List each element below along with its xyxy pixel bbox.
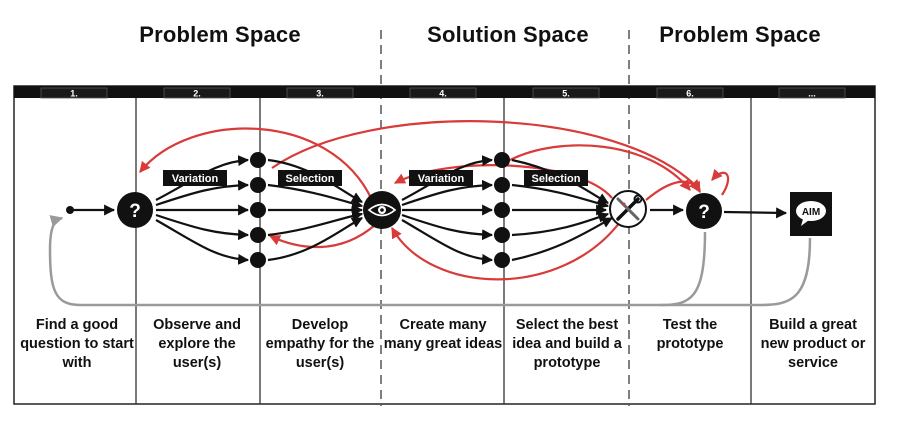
step-description-3: Develop empathy for the user(s): [265, 317, 375, 371]
step-description-6: Test the prototype: [656, 317, 724, 352]
question-mark-icon-test: ?: [686, 193, 722, 229]
step-tab-1: 1.: [40, 87, 108, 99]
label-selection-2: Selection: [524, 170, 588, 186]
space-title-solution: Solution Space: [427, 22, 589, 47]
variation-dots-2: [494, 152, 510, 268]
step-tab-7: ...: [778, 87, 846, 99]
step-tab-5: 5.: [532, 87, 600, 99]
step-number: 6.: [686, 89, 694, 99]
step-number: ...: [808, 89, 816, 99]
variation-dots-1: [250, 152, 266, 268]
label-variation-1: Variation: [163, 170, 227, 186]
step-description-2: Observe and explore the user(s): [153, 317, 241, 371]
step-number: 3.: [316, 89, 324, 99]
wrench-screwdriver-icon: [609, 190, 647, 228]
step-number: 5.: [562, 89, 570, 99]
step-description-5: Select the best idea and build a prototy…: [512, 317, 622, 371]
aim-speech-bubble-icon: AIM: [790, 192, 832, 236]
label-variation-2: Variation: [409, 170, 473, 186]
step-description-7: Build a great new product or service: [760, 317, 866, 371]
svg-text:AIM: AIM: [802, 207, 820, 218]
space-title-problem-1: Problem Space: [139, 22, 301, 47]
column-dividers: [135, 98, 752, 404]
step-number: 1.: [70, 89, 78, 99]
loop-test-return: [659, 231, 707, 307]
flow-arrows: [70, 155, 788, 265]
step-tab-3: 3.: [286, 87, 354, 99]
svg-text:Selection: Selection: [286, 173, 335, 185]
svg-text:?: ?: [129, 201, 141, 222]
step-number: 4.: [439, 89, 447, 99]
svg-text:?: ?: [698, 202, 710, 223]
step-tab-4: 4.: [409, 87, 477, 99]
step-tab-2: 2.: [163, 87, 231, 99]
svg-text:Selection: Selection: [532, 173, 581, 185]
eye-icon: [363, 191, 401, 229]
svg-text:Variation: Variation: [172, 173, 219, 185]
step-description-1: Find a good question to start with: [20, 317, 134, 371]
step-description-4: Create many many great ideas: [383, 317, 503, 352]
loop-return-arrow: [48, 215, 812, 307]
label-selection-1: Selection: [278, 170, 342, 186]
step-tabs: 1. 2. 3. 4. 5. 6....: [40, 87, 846, 99]
start-dot-icon: [66, 206, 74, 214]
svg-text:Variation: Variation: [418, 173, 465, 185]
space-title-problem-2: Problem Space: [659, 22, 821, 47]
step-tab-6: 6.: [656, 87, 724, 99]
question-mark-icon: ?: [117, 192, 153, 228]
step-number: 2.: [193, 89, 201, 99]
